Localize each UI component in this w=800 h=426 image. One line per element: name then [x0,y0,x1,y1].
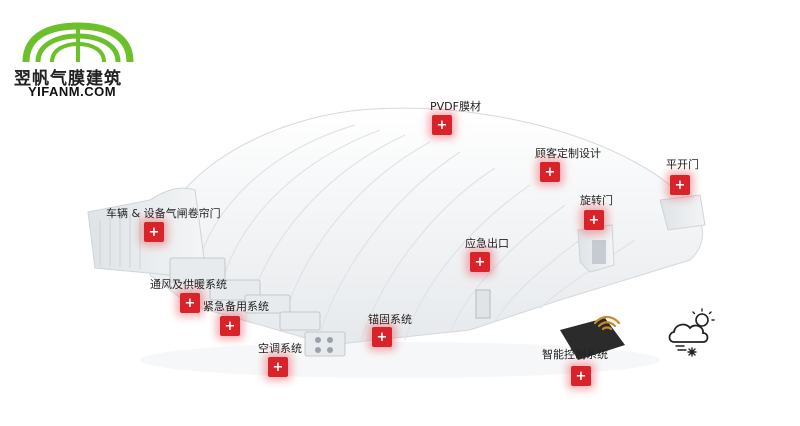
logo-company-name: 翌帆气膜建筑 [14,69,122,89]
weather-cloud-icon [668,308,715,357]
hotspot-label: 旋转门 [580,194,613,207]
hotspot-label: 平开门 [666,158,699,171]
hotspot-label: 车辆 & 设备气闸卷帘门 [106,207,221,220]
hotspot-expand-button[interactable]: + [432,115,452,135]
hotspot-label: 应急出口 [465,237,509,250]
hotspot-expand-button[interactable]: + [180,293,200,313]
hotspot-expand-button[interactable]: + [470,252,490,272]
hotspot-expand-button[interactable]: + [670,175,690,195]
logo-domain: YIFANM.COM [28,84,117,99]
hotspot-expand-button[interactable]: + [268,357,288,377]
hotspot-expand-button[interactable]: + [584,210,604,230]
hotspot-expand-button[interactable]: + [220,316,240,336]
hotspot-label: PVDF膜材 [430,100,481,113]
company-logo: 翌帆气膜建筑 YIFANM.COM [14,22,154,102]
hotspot-expand-button[interactable]: + [571,366,591,386]
hotspot-expand-button[interactable]: + [372,327,392,347]
hotspot-expand-button[interactable]: + [144,222,164,242]
wifi-icon [593,315,621,331]
logo-arches-icon [22,22,134,63]
hotspot-label: 智能控制系统 [542,348,608,361]
hotspot-label: 锚固系统 [368,313,412,326]
hotspot-label: 空调系统 [258,342,302,355]
hotspot-expand-button[interactable]: + [540,162,560,182]
hotspot-label: 顾客定制设计 [535,147,601,160]
hotspot-label: 紧急备用系统 [203,300,269,313]
hotspot-label: 通风及供暖系统 [150,278,227,291]
